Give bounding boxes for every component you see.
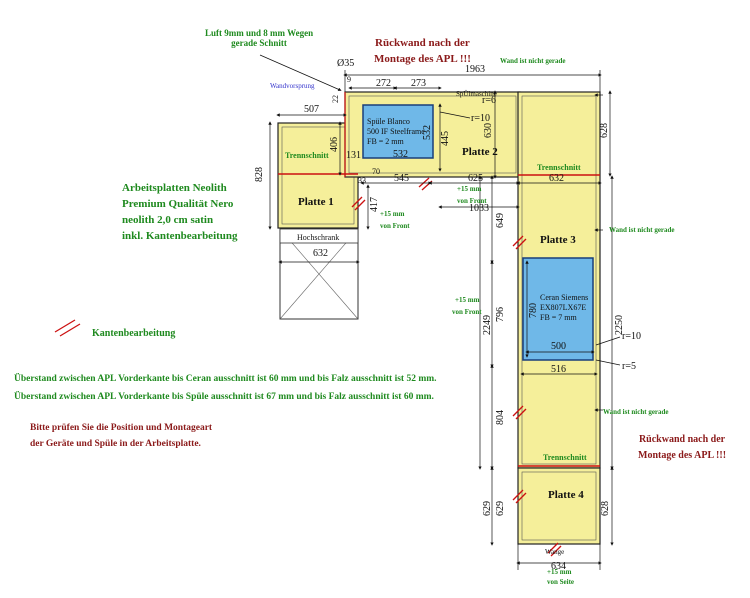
end-panel-label: Wange xyxy=(545,548,564,556)
dim-35: Ø35 xyxy=(337,58,354,69)
material-note: Arbeitsplatten Neolith Premium Qualität … xyxy=(122,180,238,244)
sink-label-1: Spüle Blanco xyxy=(367,117,410,126)
air-gap-note-line-2: gerade Schnitt xyxy=(231,38,287,48)
cooktop-label-1: Ceran Siemens xyxy=(540,293,588,302)
overhang-note-line-2: Überstand zwischen APL Vorderkante bis S… xyxy=(14,392,434,402)
dim-632-top: 632 xyxy=(549,173,564,184)
cooktop-cutout[interactable]: Ceran Siemens EX807LX67E FB = 7 mm xyxy=(522,257,594,361)
dim-796: 796 xyxy=(495,307,506,322)
separation-cut-label-1: Trennschnitt xyxy=(285,151,329,160)
dim-628-top: 628 xyxy=(599,123,610,138)
dim-406: 406 xyxy=(329,137,340,152)
dim-630: 630 xyxy=(483,123,494,138)
material-note-line-3: neolith 2,0 cm satin xyxy=(122,214,214,226)
dim-22: 22 xyxy=(331,95,340,103)
von-front-right: von Front xyxy=(452,308,482,316)
radius-10-sink: r=10 xyxy=(471,113,490,124)
separation-cut-label-3: Trennschnitt xyxy=(537,163,581,172)
plus15-front-left: +15 mm xyxy=(380,210,405,218)
dimension-lines xyxy=(259,54,621,570)
dim-417: 417 xyxy=(369,197,380,212)
dishwasher-label: SpÜlmaschine xyxy=(456,90,497,98)
wall-not-straight-mid: Wand ist nicht gerade xyxy=(609,226,675,234)
von-seite: von Seite xyxy=(547,578,574,586)
material-note-line-4: inkl. Kantenbearbeitung xyxy=(122,230,238,242)
check-position-note-line-1: Bitte prüfen Sie die Position und Montag… xyxy=(30,423,213,433)
dim-649: 649 xyxy=(495,213,506,228)
back-wall-note-right-line-2: Montage des APL !!! xyxy=(638,450,727,461)
plus15-front-right: +15 mm xyxy=(455,296,480,304)
tall-cabinet-label: Hochschrank xyxy=(297,233,339,242)
material-note-line-2: Premium Qualität Nero xyxy=(122,198,234,210)
wall-projection-label: Wandvorsprung xyxy=(270,82,315,90)
plate-1-label: Platte 1 xyxy=(298,196,334,208)
dim-2250: 2250 xyxy=(614,315,625,335)
von-front-top: von Front xyxy=(457,197,487,205)
von-front-left: von Front xyxy=(380,222,410,230)
radius-10-cooktop: r=10 xyxy=(622,331,641,342)
back-wall-note-top: Rückwand nach der Montage des APL !!! xyxy=(374,37,471,65)
back-wall-note-right-line-1: Rückwand nach der xyxy=(638,434,726,445)
plate-4[interactable]: Platte 4 xyxy=(517,467,601,545)
dim-629-a: 629 xyxy=(482,501,493,516)
edge-marks xyxy=(54,177,562,557)
check-position-note: Bitte prüfen Sie die Position und Montag… xyxy=(30,420,212,452)
dim-1033: 1033 xyxy=(469,203,489,214)
dim-545: 545 xyxy=(394,173,409,184)
sink-cutout[interactable]: Spüle Blanco 500 IF Steelframe FB = 2 mm xyxy=(362,104,434,159)
dim-780: 780 xyxy=(528,303,539,318)
edge-processing-legend: Kantenbearbeitung xyxy=(92,328,176,339)
dim-516: 516 xyxy=(551,364,566,375)
dim-634: 634 xyxy=(551,561,566,572)
dim-629-b: 629 xyxy=(495,501,506,516)
radius-5: r=5 xyxy=(622,361,636,372)
dim-532-height: 532 xyxy=(422,125,433,140)
plate-2-label: Platte 2 xyxy=(462,146,498,158)
cooktop-label-2: EX807LX67E xyxy=(540,303,586,312)
dim-33: 33 xyxy=(358,176,366,185)
tall-cabinet: Hochschrank 632 xyxy=(279,228,359,320)
back-wall-note-top-line-2: Montage des APL !!! xyxy=(374,53,471,65)
material-note-line-1: Arbeitsplatten Neolith xyxy=(122,182,227,194)
dim-507: 507 xyxy=(304,104,319,115)
back-wall-note-right: Rückwand nach der Montage des APL !!! xyxy=(638,432,726,464)
overhang-note: Überstand zwischen APL Vorderkante bis C… xyxy=(14,370,437,406)
check-position-note-line-2: der Geräte und Spüle in der Arbeitsplatt… xyxy=(30,439,201,449)
dim-532-width: 532 xyxy=(393,149,408,160)
dim-272: 272 xyxy=(376,78,391,89)
dim-625: 625 xyxy=(468,173,483,184)
dim-828: 828 xyxy=(254,167,265,182)
dim-70: 70 xyxy=(372,167,380,176)
plus15-front-top: +15 mm xyxy=(457,185,482,193)
dim-2249: 2249 xyxy=(482,315,493,335)
dim-628-bottom: 628 xyxy=(600,501,611,516)
dim-131: 131 xyxy=(346,150,361,161)
dim-632-cabinet: 632 xyxy=(313,248,328,259)
dim-445: 445 xyxy=(440,131,451,146)
back-wall-note-top-line-1: Rückwand nach der xyxy=(375,37,470,49)
wall-not-straight-bottom: Wand ist nicht gerade xyxy=(603,408,669,416)
dimension-labels: 1963 Ø35 272 273 507 9 22 828 406 131 53… xyxy=(254,58,641,572)
radius-6: r=6 xyxy=(482,95,496,106)
air-gap-note-line-1: Luft 9mm und 8 mm Wegen xyxy=(205,28,314,38)
plate-3-label: Platte 3 xyxy=(540,234,576,246)
dim-273: 273 xyxy=(411,78,426,89)
dim-500: 500 xyxy=(551,341,566,352)
air-gap-note: Luft 9mm und 8 mm Wegen gerade Schnitt xyxy=(205,28,313,48)
dim-9: 9 xyxy=(347,75,351,84)
drawing-annotations: Wandvorsprung SpÜlmaschine Wand ist nich… xyxy=(270,57,675,586)
overhang-note-line-1: Überstand zwischen APL Vorderkante bis C… xyxy=(14,374,437,384)
sink-label-3: FB = 2 mm xyxy=(367,137,405,146)
plus15-side: +15 mm xyxy=(547,568,572,576)
plate-4-label: Platte 4 xyxy=(548,489,584,501)
sink-label-2: 500 IF Steelframe xyxy=(367,127,425,136)
cooktop-label-3: FB = 7 mm xyxy=(540,313,578,322)
wall-not-straight-top: Wand ist nicht gerade xyxy=(500,57,566,65)
dim-1963: 1963 xyxy=(465,64,485,75)
dim-804: 804 xyxy=(495,410,506,425)
separation-cut-label-4: Trennschnitt xyxy=(543,453,587,462)
